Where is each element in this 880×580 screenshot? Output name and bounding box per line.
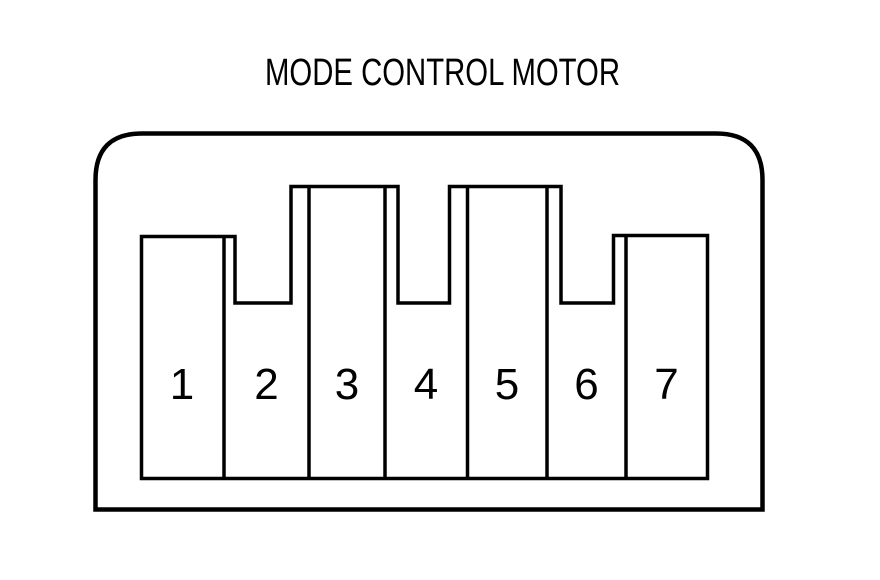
pin-label-5: 5 [495,360,519,409]
diagram-title: MODE CONTROL MOTOR [265,52,620,94]
pin-label-4: 4 [414,360,438,409]
pin-label-6: 6 [574,360,598,409]
pin-label-7: 7 [654,360,678,409]
pin-block-outline [139,184,710,481]
pin-label-1: 1 [170,360,194,409]
pin-label-2: 2 [254,360,278,409]
pin-label-3: 3 [335,360,359,409]
connector-body-outline [93,131,765,512]
